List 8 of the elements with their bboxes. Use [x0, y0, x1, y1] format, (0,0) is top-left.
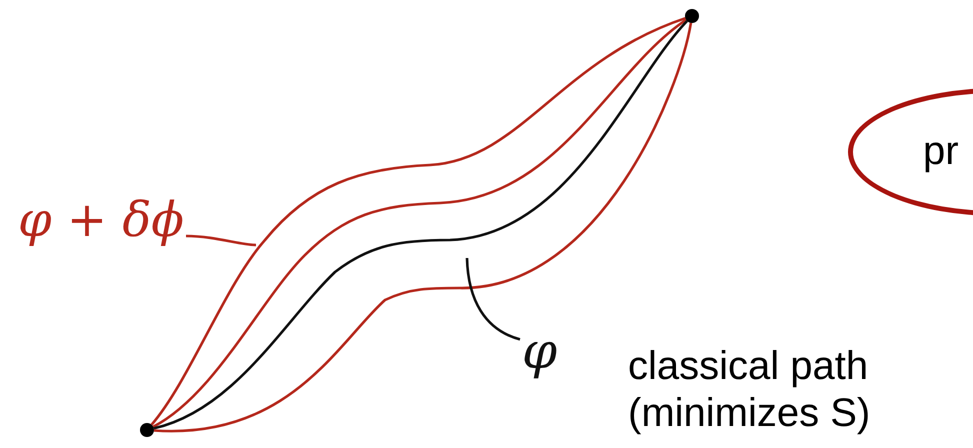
endpoint-dot	[685, 9, 699, 23]
ellipse-node: pr	[848, 88, 973, 216]
note-text: classical path (minimizes S)	[628, 343, 872, 438]
endpoint-dot	[140, 423, 154, 437]
path-label: φ	[522, 322, 558, 380]
path-variation-label: φ + δϕ	[18, 192, 184, 248]
leader-line	[186, 234, 256, 246]
leader-line	[466, 258, 520, 341]
